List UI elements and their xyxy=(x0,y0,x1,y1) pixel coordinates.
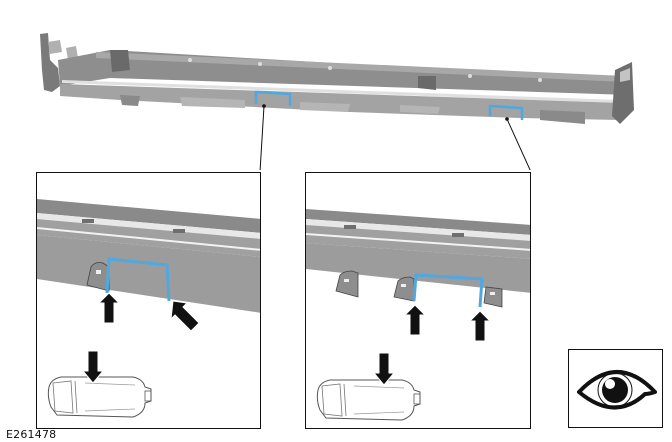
push-arrow-icon xyxy=(403,304,427,336)
detail-panel-right xyxy=(305,172,531,429)
clip-highlight xyxy=(105,257,171,302)
push-arrow-icon xyxy=(170,300,200,332)
push-arrow-icon xyxy=(81,350,105,384)
clip-highlight-right xyxy=(488,104,524,120)
clip-highlight-left xyxy=(254,90,292,106)
eye-icon xyxy=(577,370,657,410)
visual-inspection-panel xyxy=(568,349,663,428)
vehicle-top-view-icon xyxy=(47,376,152,418)
push-arrow-icon xyxy=(97,292,121,324)
push-arrow-icon xyxy=(468,310,492,342)
detail-panel-left xyxy=(36,172,261,429)
clip-highlight xyxy=(412,273,484,308)
figure-id: E261478 xyxy=(6,428,57,441)
vehicle-top-view-icon xyxy=(316,379,421,421)
push-arrow-icon xyxy=(372,352,396,386)
sill-moulding-overview xyxy=(0,0,672,170)
